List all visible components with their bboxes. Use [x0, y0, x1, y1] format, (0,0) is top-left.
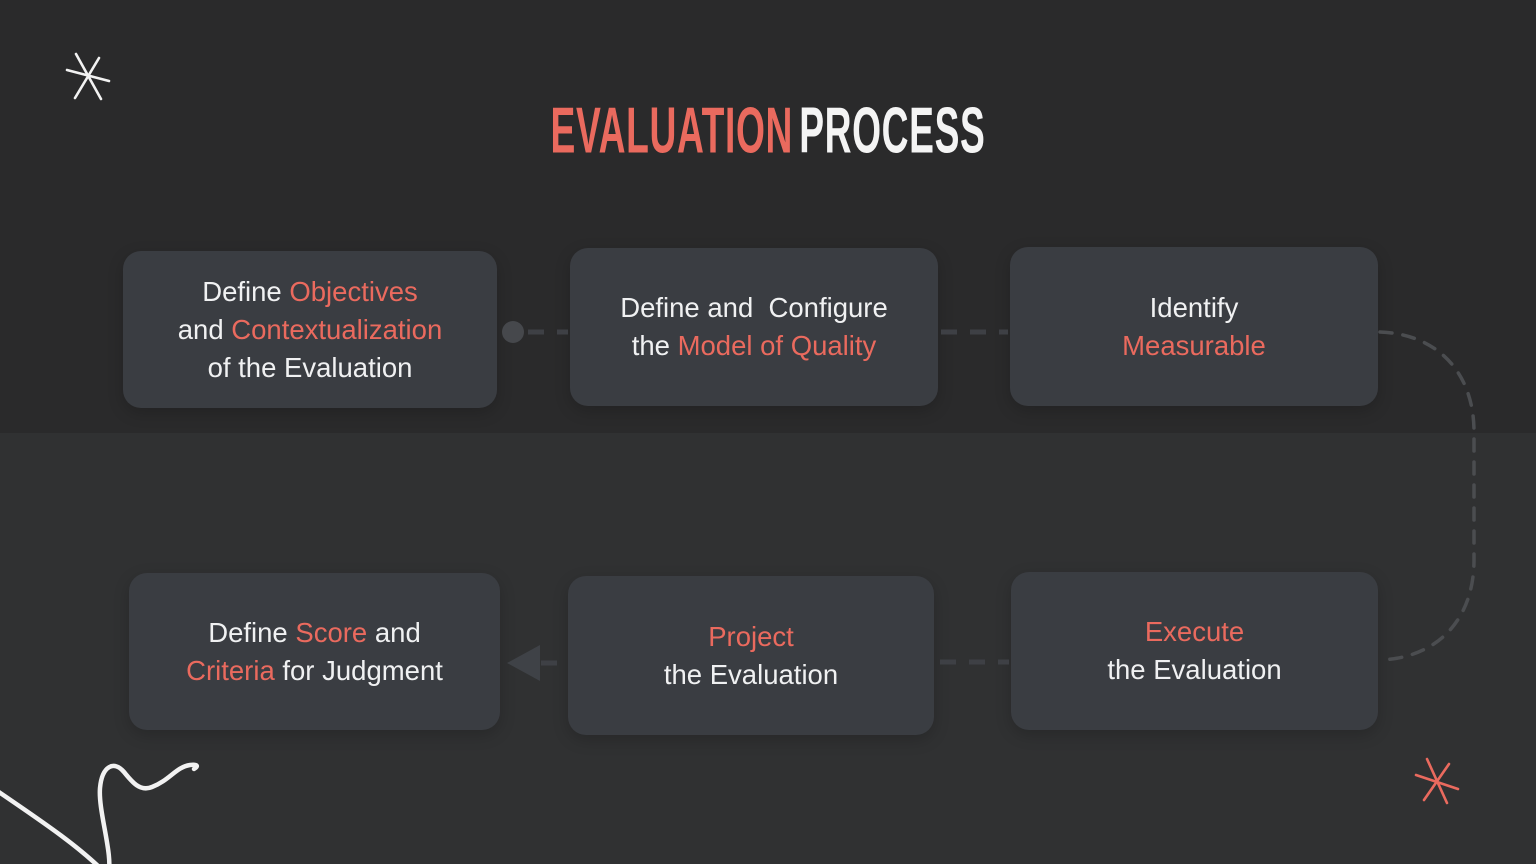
text-segment: for Judgment [274, 654, 443, 686]
accent-text-segment: Project [708, 620, 794, 652]
text-segment: the [631, 330, 678, 361]
box-text-line: the Model of Quality [632, 327, 877, 365]
arrowhead-left-icon [507, 645, 540, 681]
process-step-execute-evaluation: Execute the Evaluation [1011, 572, 1378, 730]
text-segment: Identify [1149, 291, 1239, 323]
box-text-line: Criteria for Judgment [186, 652, 443, 690]
box-text-line: Measurable [1122, 327, 1266, 365]
text-segment: the Evaluation [663, 658, 839, 690]
box-text-line: the Evaluation [664, 656, 838, 694]
accent-text-segment: Execute [1144, 616, 1245, 647]
title-plain-word: PROCESS [799, 94, 986, 167]
accent-text-segment: Contextualization [231, 313, 443, 345]
process-step-define-configure-model: Define and Configure the Model of Quality [570, 248, 938, 406]
box-text-line: and Contextualization [178, 311, 443, 349]
process-step-project-evaluation: Project the Evaluation [568, 576, 934, 735]
accent-text-segment: Measurable [1122, 329, 1266, 361]
box-text-line: Identify [1150, 289, 1239, 327]
accent-text-segment: Score [295, 616, 368, 648]
accent-text-segment: Model of Quality [677, 330, 877, 361]
box-text-line: Define and Configure [620, 289, 888, 327]
dashed-curve-connector [1378, 330, 1476, 662]
text-segment: of the Evaluation [207, 351, 413, 383]
box-text-line: Execute [1145, 613, 1244, 651]
box-text-line: Project [708, 618, 794, 656]
box-text-line: Define Objectives [202, 273, 418, 311]
text-segment: and [177, 313, 232, 345]
text-segment: and [367, 616, 421, 648]
asterisk-doodle-bottom-right [1414, 757, 1460, 805]
squiggle-doodle-bottom-left [0, 762, 200, 864]
connector-dot [502, 321, 524, 343]
asterisk-doodle-top-left [65, 52, 111, 101]
text-segment: Define and Configure [620, 292, 888, 323]
accent-text-segment: Criteria [186, 654, 275, 686]
text-segment: Define [202, 275, 290, 307]
title-accent-word: EVALUATION [550, 94, 794, 167]
box-text-line: the Evaluation [1107, 651, 1281, 689]
accent-text-segment: Objectives [289, 275, 418, 307]
box-text-line: of the Evaluation [208, 349, 413, 387]
text-segment: the Evaluation [1107, 654, 1282, 685]
box-text-line: Define Score and [208, 614, 421, 652]
text-segment: Define [208, 616, 296, 648]
